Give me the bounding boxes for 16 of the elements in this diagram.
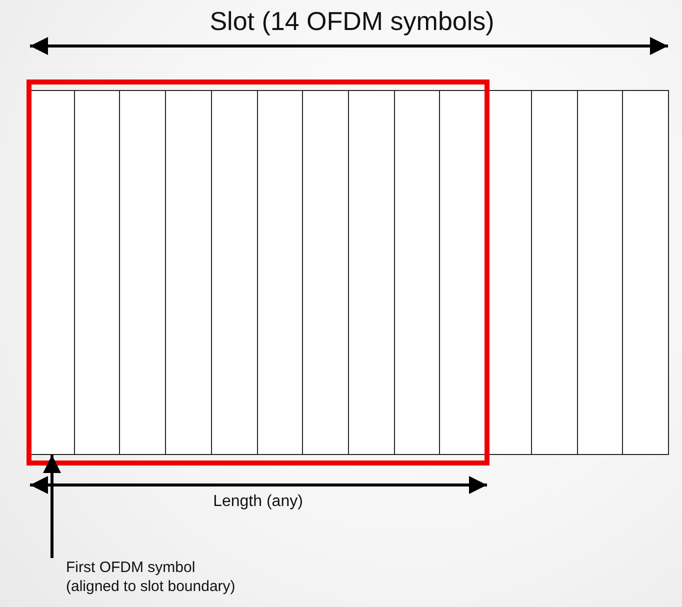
symbol-column xyxy=(74,90,120,455)
dimension-label: Slot (14 OFDM symbols) xyxy=(210,6,494,37)
symbol-column xyxy=(256,90,304,455)
symbol-column xyxy=(119,90,166,455)
symbol-column xyxy=(302,90,349,455)
symbol-column xyxy=(210,90,258,455)
symbol-column xyxy=(622,90,669,455)
arrow xyxy=(43,455,61,558)
symbol-column xyxy=(394,90,440,455)
dimension-label: Length (any) xyxy=(213,493,303,511)
symbol-column xyxy=(439,90,486,455)
symbol-column xyxy=(576,90,624,455)
annotation-text: First OFDM symbol (aligned to slot boundary) xyxy=(66,558,236,596)
symbol-column xyxy=(530,90,578,455)
symbol-column xyxy=(348,90,395,455)
symbol-column xyxy=(165,90,212,455)
